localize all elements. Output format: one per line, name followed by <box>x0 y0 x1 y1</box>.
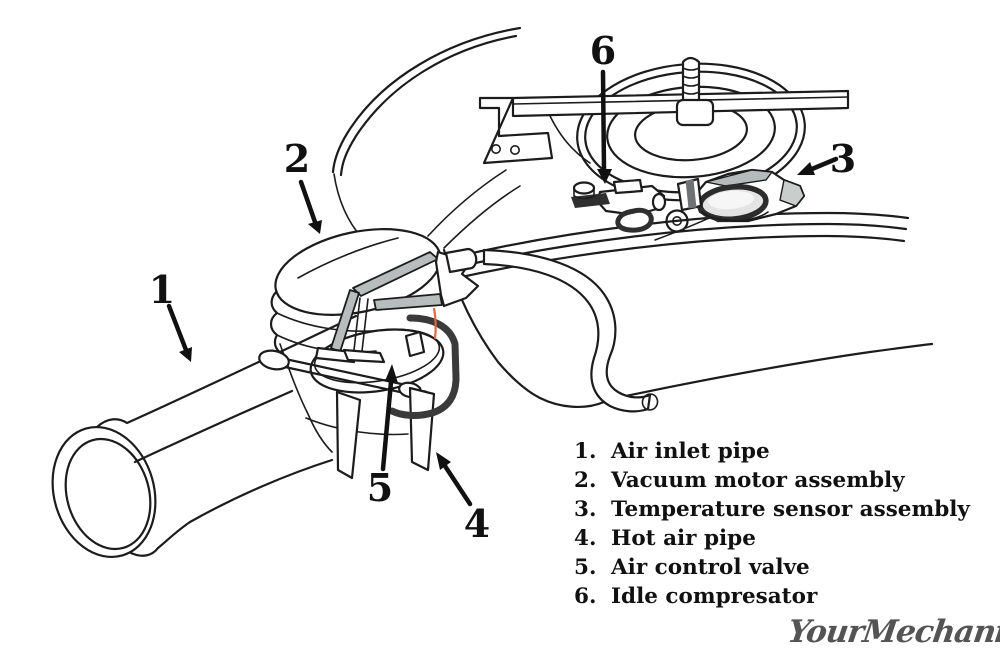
compensator-bolt-head <box>572 181 596 195</box>
legend-item-number: 5. <box>574 555 597 580</box>
accent-orange-line <box>432 307 437 340</box>
callout-5: 5 <box>367 465 393 510</box>
hot-air-pipe <box>305 314 460 480</box>
legend-item-6: 6. Idle compresator <box>574 582 970 611</box>
motor-dome-seam <box>297 237 399 279</box>
pan-far-edge-b <box>443 185 521 249</box>
inlet-inner-wall <box>133 389 294 464</box>
temperature-sensor-assembly <box>676 168 806 223</box>
pan-rim-arc-2 <box>447 222 908 271</box>
legend-item-number: 3. <box>574 497 597 522</box>
wing-stud <box>675 56 715 127</box>
compensator-pin <box>651 192 667 212</box>
compensator-lever-bar <box>571 193 610 208</box>
callout-1-arrow <box>166 303 189 353</box>
inlet-mouth-outer <box>51 425 157 559</box>
valve-top-tab <box>404 330 426 358</box>
motor-base-step <box>269 290 283 355</box>
duct-bottom-edge <box>305 417 409 436</box>
hot-air-flap-right <box>408 386 436 472</box>
vacuum-hose <box>482 248 659 413</box>
pan-far-edge-a <box>427 169 507 237</box>
compensator-tab <box>612 178 644 195</box>
motor-bracket-flange <box>373 293 443 311</box>
housing-outer-rim-arc-inner <box>339 34 518 177</box>
callout-6: 6 <box>590 28 616 73</box>
legend-item-label: Hot air pipe <box>611 526 756 551</box>
housing-outer-rim-arc <box>331 26 522 174</box>
callout-2-arrow <box>298 179 318 225</box>
watermark-logo: YourMechanic <box>785 614 1000 650</box>
legend-item-3: 3. Temperature sensor assembly <box>574 495 970 524</box>
pan-lower-pocket <box>538 396 606 409</box>
idle-compensator <box>571 178 667 233</box>
sensor-dome-highlight <box>708 190 754 210</box>
air-inlet-pipe <box>51 314 358 559</box>
callout-4-arrow <box>442 463 473 507</box>
sensor-wing <box>779 179 805 207</box>
pan-bottom-arc <box>610 342 934 401</box>
inlet-bottom-edge <box>129 458 334 557</box>
legend-item-number: 4. <box>574 526 597 551</box>
inlet-mouth-inner <box>64 437 152 551</box>
link-rod-a <box>353 297 361 351</box>
callout-4: 4 <box>464 501 490 546</box>
legend-item-number: 6. <box>574 584 597 609</box>
legend-item-label: Temperature sensor assembly <box>611 497 970 522</box>
legend-item-2: 2. Vacuum motor assembly <box>574 466 970 495</box>
legend-item-label: Vacuum motor assembly <box>611 468 905 493</box>
legend-item-number: 1. <box>574 439 597 464</box>
bracket-hole-2 <box>509 145 520 156</box>
duct-dark-band <box>388 314 460 419</box>
vacuum-motor-assembly <box>269 228 480 364</box>
link-rod-b <box>361 298 369 352</box>
inlet-top-edge <box>95 314 358 429</box>
legend-item-label: Air control valve <box>611 555 810 580</box>
mounting-rod <box>478 89 850 165</box>
callout-3-arrow <box>809 156 839 172</box>
valve-shaft-capsule <box>258 349 290 371</box>
legend-item-label: Idle compresator <box>611 584 818 609</box>
callouts: 1 2 3 4 5 6 <box>149 28 856 546</box>
callout-1: 1 <box>149 267 175 312</box>
callout-5-arrow <box>380 379 394 472</box>
compensator-foot <box>615 207 654 233</box>
sensor-bevel <box>705 169 774 187</box>
rod-bracket <box>478 96 554 165</box>
bracket-gusset <box>549 115 591 164</box>
sensor-clip-band <box>685 179 697 209</box>
stud-clamp-block <box>675 98 715 127</box>
legend: 1. Air inlet pipe 2. Vacuum motor assemb… <box>574 437 970 611</box>
legend-item-label: Air inlet pipe <box>611 439 770 464</box>
motor-base-band-1 <box>276 312 387 332</box>
vacuum-nipple <box>444 247 478 274</box>
legend-item-4: 4. Hot air pipe <box>574 524 970 553</box>
callout-6-arrow <box>600 69 607 173</box>
hose-open-end <box>641 393 659 411</box>
hose-body <box>482 248 652 413</box>
link-rod-foot <box>342 348 386 364</box>
callout-2: 2 <box>284 136 310 181</box>
bracket-hole-1 <box>490 144 501 155</box>
legend-item-5: 5. Air control valve <box>574 553 970 582</box>
legend-item-number: 2. <box>574 468 597 493</box>
housing-rim-continuation <box>333 173 363 239</box>
pan-ringed-hole <box>665 209 689 233</box>
legend-item-1: 1. Air inlet pipe <box>574 437 970 466</box>
hot-air-flap-left <box>335 390 362 480</box>
